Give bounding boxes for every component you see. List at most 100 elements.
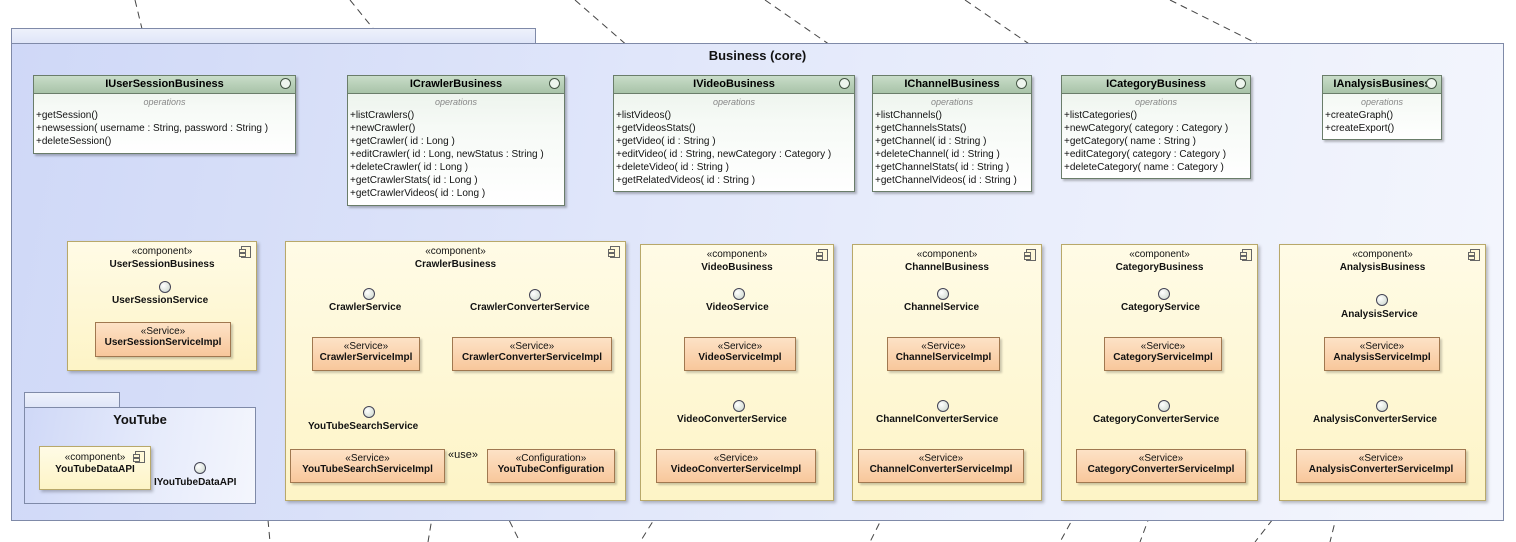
service-stereotype: «Service» bbox=[713, 453, 759, 464]
port-label-categoryservice: CategoryService bbox=[1121, 302, 1200, 313]
port-icon[interactable] bbox=[194, 462, 206, 474]
service-stereotype: «Service» bbox=[1359, 341, 1405, 352]
component-youtubedataapi[interactable]: «component» YouTubeDataAPI bbox=[39, 446, 151, 490]
service-crawlerconverterserviceimpl[interactable]: «Service» CrawlerConverterServiceImpl bbox=[452, 337, 612, 371]
component-name: AnalysisBusiness bbox=[1339, 262, 1426, 273]
operation: +newsession( username : String, password… bbox=[36, 123, 269, 134]
port-icon[interactable] bbox=[159, 281, 171, 293]
operation: +listCrawlers() bbox=[350, 110, 415, 121]
service-categoryconverterserviceimpl[interactable]: «Service» CategoryConverterServiceImpl bbox=[1076, 449, 1246, 483]
operations-label: operations bbox=[1134, 97, 1178, 107]
service-videoconverterserviceimpl[interactable]: «Service» VideoConverterServiceImpl bbox=[656, 449, 816, 483]
package-tab bbox=[11, 28, 536, 44]
operation: +deleteSession() bbox=[36, 136, 112, 147]
operation: +newCategory( category : Category ) bbox=[1064, 123, 1229, 134]
service-name: CategoryServiceImpl bbox=[1113, 352, 1213, 363]
component-stereotype: «component» bbox=[1352, 249, 1413, 260]
service-usersessionserviceimpl[interactable]: «Service» UserSessionServiceImpl bbox=[95, 322, 231, 357]
port-label-usersessionservice: UserSessionService bbox=[112, 295, 209, 306]
interface-icrawlerbusiness[interactable]: ICrawlerBusiness operations +listCrawler… bbox=[347, 75, 565, 206]
service-categoryserviceimpl[interactable]: «Service» CategoryServiceImpl bbox=[1104, 337, 1222, 371]
operation: +getVideosStats() bbox=[616, 123, 696, 134]
port-icon[interactable] bbox=[363, 406, 375, 418]
service-name: YouTubeConfiguration bbox=[497, 464, 605, 475]
operation: +newCrawler() bbox=[350, 123, 416, 134]
operation: +listVideos() bbox=[616, 110, 672, 121]
component-icon bbox=[608, 246, 620, 258]
component-stereotype: «component» bbox=[916, 249, 978, 260]
service-name: VideoServiceImpl bbox=[698, 352, 782, 363]
service-stereotype: «Service» bbox=[343, 341, 389, 352]
interface-icon bbox=[1235, 78, 1246, 89]
service-name: AnalysisServiceImpl bbox=[1333, 352, 1431, 363]
operations-label: operations bbox=[434, 97, 478, 107]
port-icon[interactable] bbox=[363, 288, 375, 300]
component-stereotype: «component» bbox=[425, 246, 486, 257]
component-name: VideoBusiness bbox=[701, 262, 773, 273]
interface-icon bbox=[549, 78, 560, 89]
port-icon[interactable] bbox=[1376, 400, 1388, 412]
interface-ivideobusiness[interactable]: IVideoBusiness operations +listVideos() … bbox=[613, 75, 855, 192]
interface-name: IUserSessionBusiness bbox=[105, 78, 224, 90]
dependency-line bbox=[349, 0, 410, 74]
port-icon[interactable] bbox=[1158, 288, 1170, 300]
interface-name: IAnalysisBusiness bbox=[1333, 78, 1431, 90]
port-icon[interactable] bbox=[733, 288, 745, 300]
dependency-line bbox=[869, 501, 891, 542]
operation: +deleteCrawler( id : Long ) bbox=[350, 162, 469, 173]
operation: +getCategory( name : String ) bbox=[1064, 136, 1197, 147]
port-icon[interactable] bbox=[937, 288, 949, 300]
configuration-youtubeconfiguration[interactable]: «Configuration» YouTubeConfiguration bbox=[487, 449, 615, 483]
use-label: «use» bbox=[448, 449, 478, 461]
interface-ianalysisbusiness[interactable]: IAnalysisBusiness operations +createGrap… bbox=[1322, 75, 1442, 140]
interface-iusersessionbusiness[interactable]: IUserSessionBusiness operations +getSess… bbox=[33, 75, 296, 154]
service-name: CrawlerConverterServiceImpl bbox=[461, 352, 603, 363]
component-name: CategoryBusiness bbox=[1115, 262, 1204, 273]
interface-icon bbox=[839, 78, 850, 89]
dependency-line bbox=[639, 501, 666, 542]
interface-ichannelbusiness[interactable]: IChannelBusiness operations +listChannel… bbox=[872, 75, 1032, 192]
service-channelconverterserviceimpl[interactable]: «Service» ChannelConverterServiceImpl bbox=[858, 449, 1024, 483]
component-stereotype: «component» bbox=[1129, 249, 1190, 260]
component-name: CrawlerBusiness bbox=[414, 259, 497, 270]
port-label-videoconverterservice: VideoConverterService bbox=[677, 414, 787, 425]
service-name: UserSessionServiceImpl bbox=[104, 337, 222, 348]
operations-label: operations bbox=[143, 97, 186, 107]
service-youtubesearchserviceimpl[interactable]: «Service» YouTubeSearchServiceImpl bbox=[290, 449, 445, 483]
operation: +getCrawlerStats( id : Long ) bbox=[350, 175, 478, 186]
operation: +deleteChannel( id : String ) bbox=[875, 149, 1000, 160]
package-title: Business (core) bbox=[708, 48, 807, 63]
port-icon[interactable] bbox=[733, 400, 745, 412]
port-icon[interactable] bbox=[937, 400, 949, 412]
operation: +listCategories() bbox=[1064, 110, 1138, 121]
component-icon bbox=[1468, 249, 1480, 261]
service-analysisconverterserviceimpl[interactable]: «Service» AnalysisConverterServiceImpl bbox=[1296, 449, 1466, 483]
port-icon[interactable] bbox=[1376, 294, 1388, 306]
service-crawlerserviceimpl[interactable]: «Service» CrawlerServiceImpl bbox=[312, 337, 420, 371]
port-label-analysisconverterservice: AnalysisConverterService bbox=[1313, 414, 1437, 425]
service-stereotype: «Service» bbox=[1138, 453, 1184, 464]
service-analysisserviceimpl[interactable]: «Service» AnalysisServiceImpl bbox=[1324, 337, 1440, 371]
component-icon bbox=[239, 246, 251, 258]
service-name: VideoConverterServiceImpl bbox=[670, 464, 802, 475]
interface-icategorybusiness[interactable]: ICategoryBusiness operations +listCatego… bbox=[1061, 75, 1251, 179]
service-name: CategoryConverterServiceImpl bbox=[1087, 464, 1235, 475]
component-icon bbox=[1024, 249, 1036, 261]
dependency-line bbox=[574, 0, 660, 74]
service-channelserviceimpl[interactable]: «Service» ChannelServiceImpl bbox=[887, 337, 1000, 371]
operations-label: operations bbox=[712, 97, 756, 107]
service-videoserviceimpl[interactable]: «Service» VideoServiceImpl bbox=[684, 337, 796, 371]
port-label-analysisservice: AnalysisService bbox=[1341, 309, 1418, 320]
component-stereotype: «component» bbox=[64, 452, 126, 463]
dependency-line bbox=[267, 519, 271, 542]
operation: +createExport() bbox=[1325, 123, 1395, 134]
service-name: ChannelConverterServiceImpl bbox=[869, 464, 1013, 475]
port-label-crawlerservice: CrawlerService bbox=[329, 302, 402, 313]
component-icon bbox=[816, 249, 828, 261]
operation: +createGraph() bbox=[1325, 110, 1394, 121]
port-icon[interactable] bbox=[1158, 400, 1170, 412]
port-icon[interactable] bbox=[529, 289, 541, 301]
service-stereotype: «Configuration» bbox=[515, 453, 587, 464]
service-stereotype: «Service» bbox=[921, 341, 966, 352]
operation: +getCrawlerVideos( id : Long ) bbox=[350, 188, 486, 199]
